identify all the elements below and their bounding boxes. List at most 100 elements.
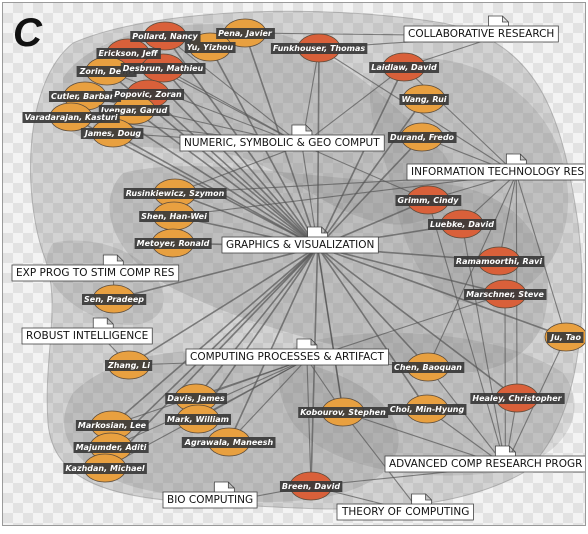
person-label-backing: [76, 66, 137, 77]
person-label-backing: [139, 211, 210, 222]
topic-label-theory: THEORY OF COMPUTING: [341, 506, 469, 518]
topic-layer: COLLABORATIVE RESEARCH NUMERIC, SYMBOLIC …: [11, 15, 585, 521]
topic-label-box: [179, 134, 385, 152]
edge-graphics-breen: [310, 246, 319, 487]
topic-node-expprog[interactable]: EXP PROG TO STIM COMP RES: [11, 254, 180, 282]
topic-label-box: [221, 236, 379, 254]
edge-computing-agrawala: [228, 358, 308, 443]
edge-graphics-wang: [316, 98, 425, 248]
topic-label-robust: ROBUST INTELLIGENCE: [26, 330, 148, 342]
topic-label-box: [21, 327, 153, 345]
person-label-metoyer: Metoyer, Ronald: [137, 239, 210, 248]
person-label-erickson: Erickson, Jeff: [98, 49, 158, 58]
topic-node-numeric[interactable]: NUMERIC, SYMBOLIC & GEO COMPUT: [179, 124, 385, 152]
person-label-backing: [395, 195, 462, 206]
person-label-backing: [82, 294, 147, 305]
person-label-backing: [48, 91, 122, 102]
person-label-backing: [22, 112, 120, 123]
topic-node-computing[interactable]: COMPUTING PROCESSES & ARTIFACT: [185, 338, 389, 366]
edge-numeric-grimm: [301, 144, 429, 201]
edge-graphics-popovic: [147, 93, 319, 248]
person-label-backing: [105, 360, 153, 371]
person-label-pollard: Pollard, Nancy: [132, 32, 198, 41]
person-label-james: James, Doug: [83, 129, 142, 138]
person-label-marschner: Marschner, Steve: [466, 290, 544, 299]
topic-label-infotech: INFORMATION TECHNOLOGY RES: [411, 166, 584, 178]
person-label-backing: [387, 404, 467, 415]
edge-graphics-davis: [195, 246, 319, 399]
topic-label-collab: COLLABORATIVE RESEARCH: [408, 28, 554, 40]
person-label-backing: [270, 43, 368, 54]
person-label-healey: Healey, Christopher: [472, 394, 562, 403]
topic-node-robust[interactable]: ROBUST INTELLIGENCE: [21, 317, 153, 345]
edge-numeric-kobourov: [301, 144, 344, 413]
person-label-backing: [279, 481, 343, 492]
edge-numeric-pollard: [164, 35, 303, 146]
person-label-grimm: Grimm, Cindy: [398, 196, 460, 205]
person-label-luebke: Luebke, David: [430, 220, 494, 229]
person-label-backing: [123, 188, 227, 199]
person-label-backing: [165, 393, 227, 404]
person-label-backing: [181, 437, 276, 448]
person-label-ju: Ju, Tao: [549, 333, 581, 342]
person-label-pena: Pena, Javier: [218, 29, 273, 38]
person-label-backing: [464, 289, 547, 300]
edge-infotech-chen: [427, 173, 517, 368]
person-label-choi: Choi, Min-Hyung: [390, 405, 465, 414]
person-label-backing: [547, 332, 584, 343]
topic-node-infotech[interactable]: INFORMATION TECHNOLOGY RES: [406, 153, 585, 181]
person-label-backing: [391, 362, 465, 373]
person-label-backing: [80, 128, 144, 139]
edge-graphics-iyengar: [133, 109, 319, 248]
edge-theory-kobourov: [342, 411, 423, 515]
person-label-cutler: Cutler, Barbara: [51, 92, 119, 101]
edge-computing-breen: [306, 358, 312, 487]
edge-graphics-ju: [317, 246, 567, 338]
person-label-shen: Shen, Han-Wei: [141, 212, 207, 221]
topic-label-box: [403, 25, 559, 43]
person-label-desbrun: Desbrun, Mathieu: [123, 64, 204, 73]
person-label-backing: [184, 42, 236, 53]
edge-graphics-agrawala: [228, 246, 319, 443]
topic-label-graphics: GRAPHICS & VISUALIZATION: [226, 239, 374, 251]
topic-label-box: [11, 264, 180, 282]
person-label-wang: Wang, Rui: [401, 95, 446, 104]
person-label-majumder: Majumder, Aditi: [76, 443, 147, 452]
topic-node-theory[interactable]: THEORY OF COMPUTING: [336, 493, 474, 521]
topic-label-box: [336, 503, 474, 521]
person-label-mark: Mark, William: [167, 415, 229, 424]
person-label-davis: Davis, James: [167, 394, 225, 403]
person-label-backing: [165, 414, 231, 425]
person-label-zhang: Zhang, Li: [107, 361, 150, 370]
person-label-backing: [470, 393, 565, 404]
topic-label-box: [185, 348, 389, 366]
person-label-yu: Yu, Yizhou: [187, 43, 234, 52]
person-label-agrawala: Agrawala, Maneesh: [184, 438, 274, 447]
topic-node-bio[interactable]: BIO COMPUTING: [162, 481, 258, 509]
edge-advanced-grimm: [427, 199, 506, 467]
person-label-backing: [130, 31, 201, 42]
edge-graphics-laidlaw: [316, 66, 405, 248]
topic-label-bio: BIO COMPUTING: [167, 494, 253, 506]
topic-node-collab[interactable]: COLLABORATIVE RESEARCH: [403, 15, 559, 43]
person-label-chen: Chen, Baoquan: [394, 363, 462, 372]
topic-label-box: [162, 491, 258, 509]
edge-graphics-chen: [316, 246, 429, 368]
edge-graphics-zhang: [128, 246, 319, 366]
edge-computing-marschner: [306, 293, 506, 360]
topic-label-advanced: ADVANCED COMP RESEARCH PROGR: [389, 458, 582, 470]
person-label-zorin: Zorin, Denis: [79, 67, 135, 76]
edge-graphics-sen: [113, 246, 318, 300]
edge-graphics-choi: [316, 246, 428, 410]
graphics-cluster-region: [109, 166, 549, 373]
topic-node-graphics[interactable]: GRAPHICS & VISUALIZATION: [221, 226, 379, 254]
person-label-backing: [428, 219, 497, 230]
topic-node-advanced[interactable]: ADVANCED COMP RESEARCH PROGR: [384, 445, 585, 473]
person-label-sen: Sen, Pradeep: [84, 295, 144, 304]
edge-infotech-ju: [515, 173, 567, 338]
person-label-backing: [453, 256, 545, 267]
person-label-kobourov: Kobourov, Stephen: [300, 408, 386, 417]
